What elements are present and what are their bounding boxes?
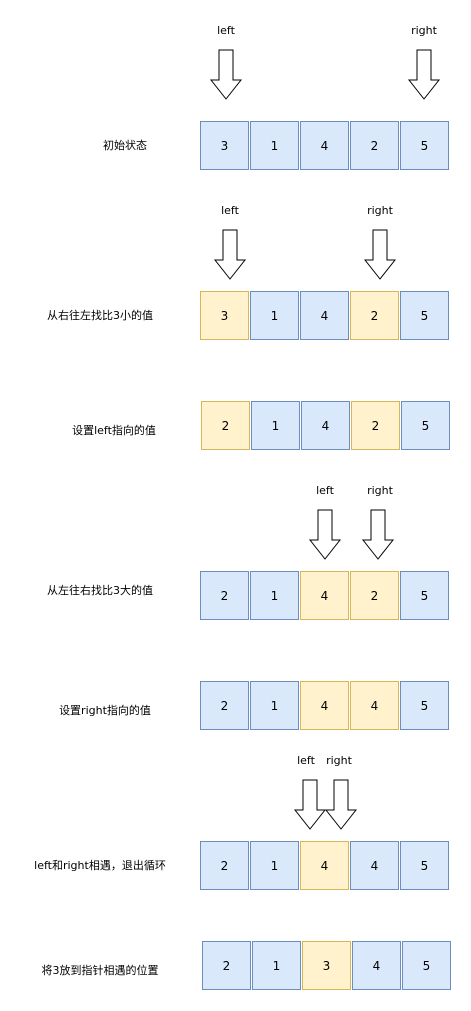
step-label: 将3放到指针相遇的位置 [41,964,159,977]
array-cell: 1 [250,291,299,340]
right-pointer-arrow [407,49,441,100]
right-pointer-label: right [367,204,393,217]
array-cell: 2 [200,841,249,890]
step-label: 设置right指向的值 [59,704,151,717]
array-cell: 4 [350,681,399,730]
array-cell: 5 [400,571,449,620]
array-cell: 4 [300,571,349,620]
left-pointer-label: left [217,24,235,37]
array-cell: 3 [302,941,351,990]
array-cell: 1 [250,681,299,730]
array-cell: 1 [250,121,299,170]
array-cell: 4 [352,941,401,990]
right-pointer-label: right [411,24,437,37]
array-cell: 5 [400,841,449,890]
array-cell: 2 [350,121,399,170]
right-pointer-arrow [361,509,395,560]
array-cell: 3 [200,121,249,170]
array-cell: 2 [201,401,250,450]
right-pointer-arrow [363,229,397,280]
right-pointer-label: right [367,484,393,497]
array-cell: 2 [200,681,249,730]
step-label: left和right相遇，退出循环 [34,859,166,872]
array-cell: 5 [401,401,450,450]
array-cell: 2 [351,401,400,450]
array-cell: 2 [350,291,399,340]
array-cell: 2 [350,571,399,620]
array-cell: 1 [250,841,299,890]
array-cell: 4 [350,841,399,890]
array-cell: 1 [250,571,299,620]
array-cell: 1 [252,941,301,990]
array-cell: 3 [200,291,249,340]
array-cell: 1 [251,401,300,450]
array-cell: 4 [301,401,350,450]
array-cell: 5 [400,121,449,170]
step-label: 从右往左找比3小的值 [47,309,153,322]
left-pointer-arrow [213,229,247,280]
left-pointer-label: left [316,484,334,497]
array-cell: 4 [300,121,349,170]
left-pointer-arrow [308,509,342,560]
array-cell: 4 [300,841,349,890]
left-pointer-label: left [297,754,315,767]
array-cell: 4 [300,681,349,730]
array-cell: 2 [200,571,249,620]
array-cell: 4 [300,291,349,340]
left-pointer-arrow [293,779,327,830]
array-cell: 2 [202,941,251,990]
left-pointer-label: left [221,204,239,217]
left-pointer-arrow [209,49,243,100]
step-label: 从左往右找比3大的值 [47,584,153,597]
right-pointer-arrow [324,779,358,830]
array-cell: 5 [402,941,451,990]
step-label: 初始状态 [103,139,147,152]
right-pointer-label: right [326,754,352,767]
step-label: 设置left指向的值 [72,424,156,437]
array-cell: 5 [400,681,449,730]
array-cell: 5 [400,291,449,340]
